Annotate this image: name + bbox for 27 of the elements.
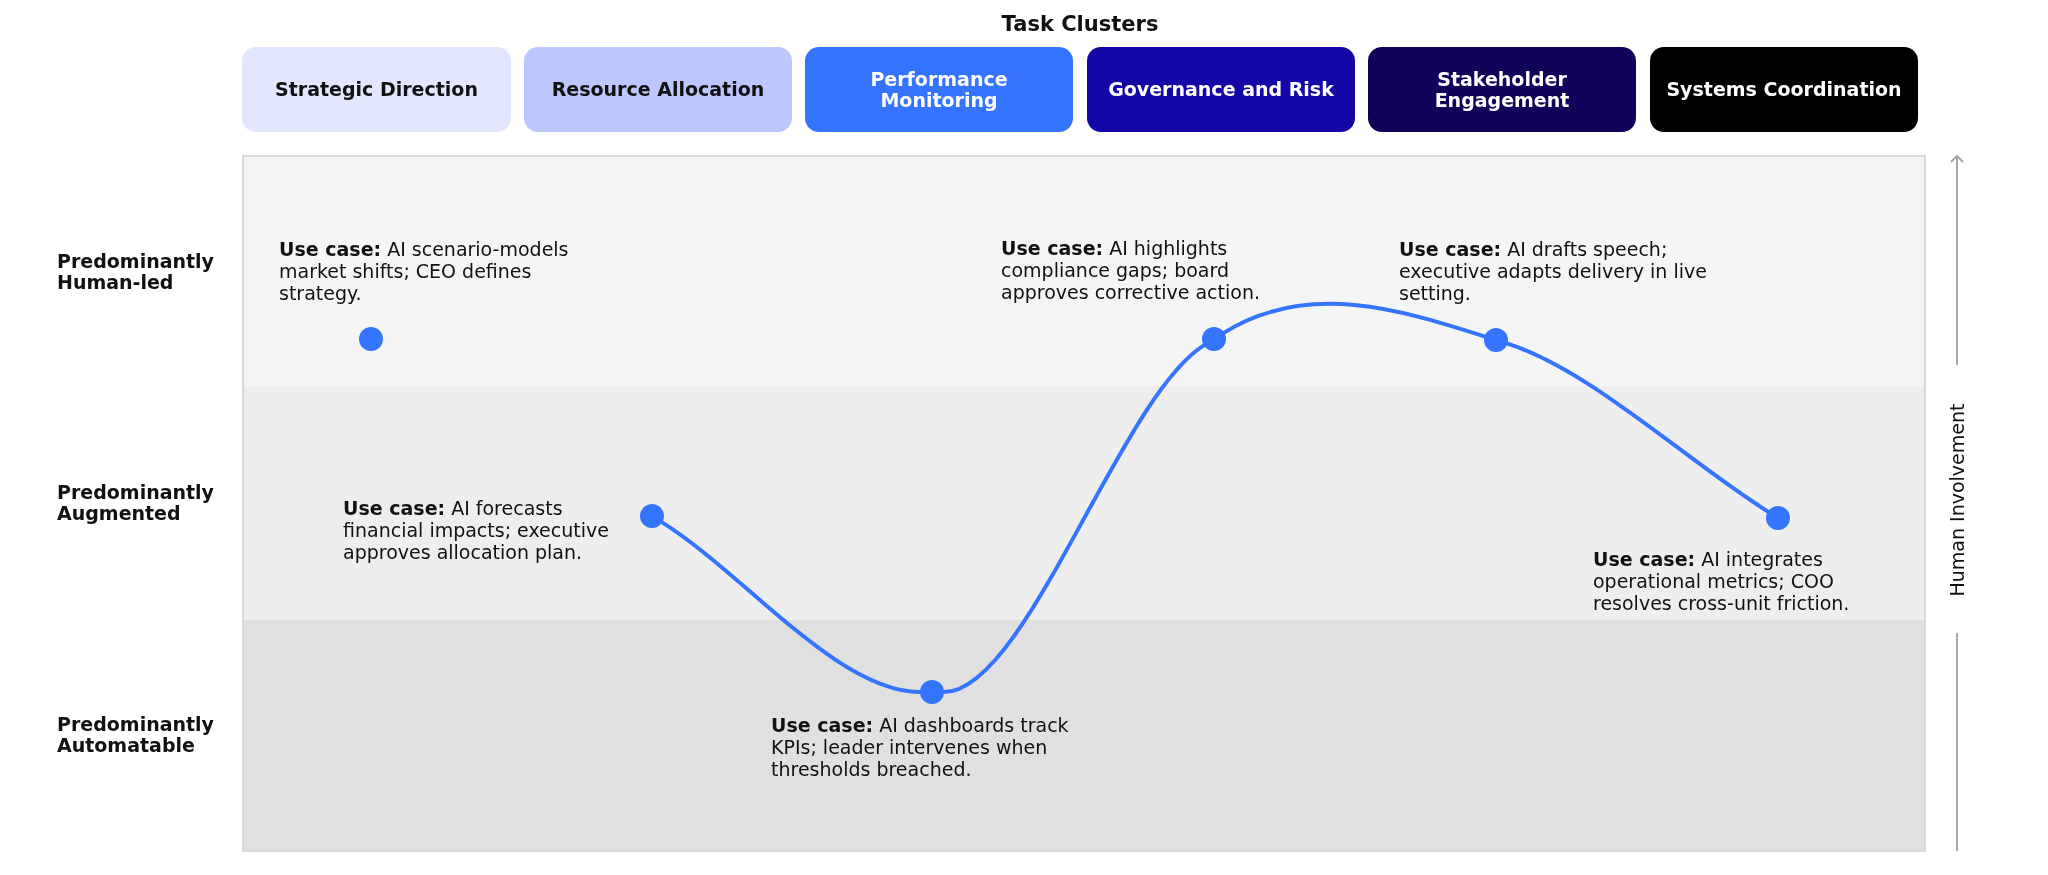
use-case-text: Use case: AI integrates operational metrics; COO resolves cross-unit friction. (1593, 548, 1851, 614)
task-cluster-card: Stakeholder Engagement (1368, 47, 1636, 132)
curve-line (660, 520, 922, 694)
use-case-text: Use case: AI forecasts financial impacts; executive approves allocation plan. (343, 497, 610, 563)
use-case-text: Use case: AI highlights compliance gaps; board approves corrective action. (1001, 237, 1261, 303)
use-case-text: Use case: AI scenario-models market shifts; CEO defines strategy. (279, 238, 570, 304)
task-cluster-card: Strategic Direction (242, 47, 511, 132)
data-point (920, 680, 944, 704)
data-point (1202, 327, 1226, 351)
curve-line (1222, 301, 1487, 339)
task-cluster-card: Systems Coordination (1650, 47, 1918, 132)
row-label: Predominantly Automatable (57, 713, 215, 757)
data-point (640, 504, 664, 528)
task-cluster-card: Governance and Risk (1087, 47, 1355, 132)
title: Task Clusters (1001, 11, 1159, 37)
curve-line (1505, 341, 1770, 514)
use-case-text: Use case: AI drafts speech; executive adapts delivery in live setting. (1399, 238, 1708, 304)
axis-label: Human Involvement (1945, 403, 1969, 597)
task-cluster-card: Performance Monitoring (805, 47, 1073, 132)
task-cluster-card: Resource Allocation (524, 47, 792, 132)
use-case-text: Use case: AI dashboards track KPIs; leader intervenes when thresholds breached. (771, 714, 1070, 780)
row-label: Predominantly Augmented (57, 481, 215, 525)
curve-line (942, 343, 1206, 694)
data-point (1484, 328, 1508, 352)
row-label: Predominantly Human-led (57, 250, 215, 293)
data-point (1766, 506, 1790, 530)
data-point (359, 327, 383, 351)
